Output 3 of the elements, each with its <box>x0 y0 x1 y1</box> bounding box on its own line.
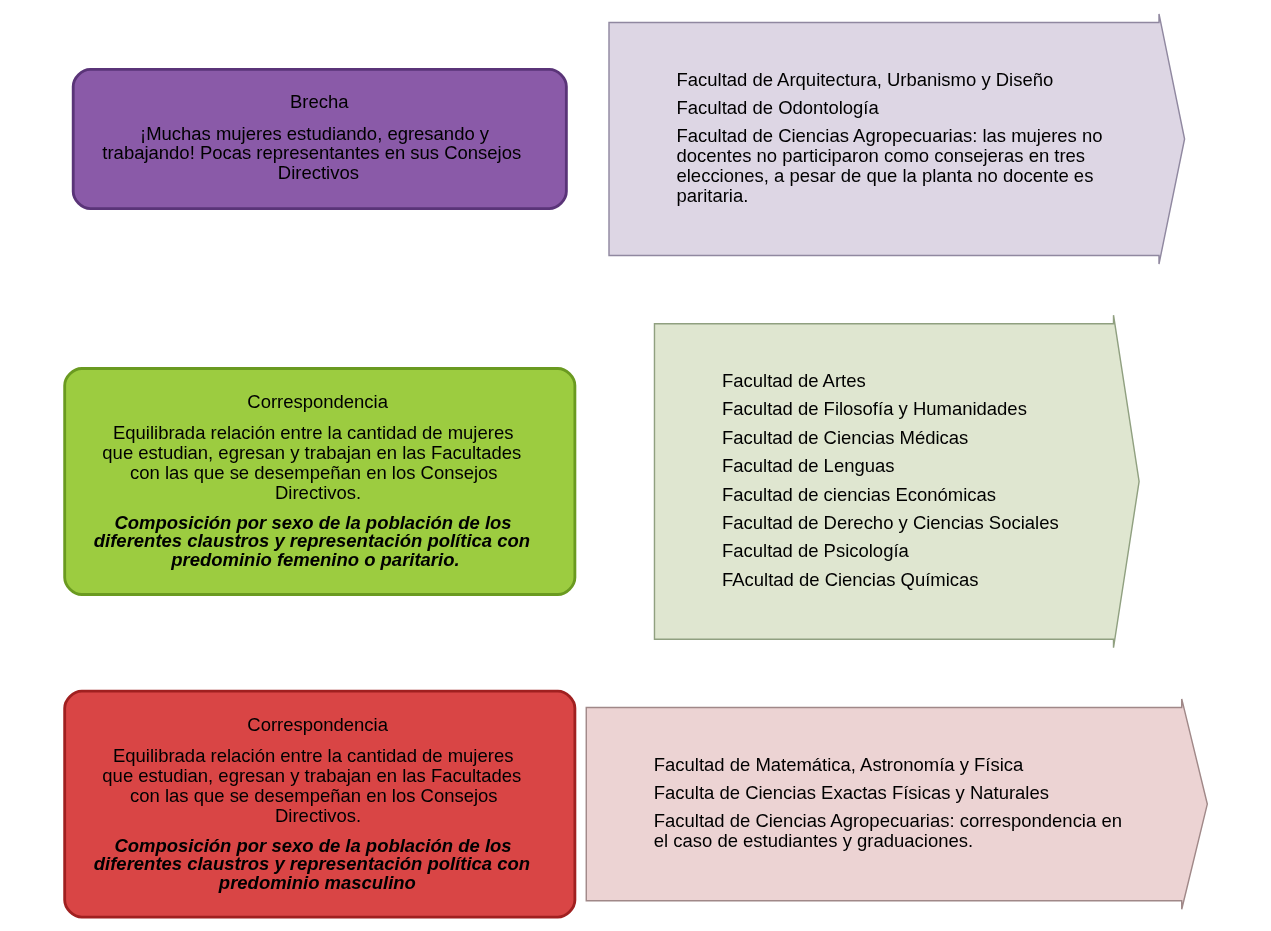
node-box: Correspondencia Equilibrada relación entre la cantidad de mujeres que estudian, egresan y trabajan en las Facultades con las que se desempeñan en los Consejos Directivos. Composición por sexo de la población de los diferentes claustros y representación política con predominio masculino <box>62 689 576 919</box>
node-box: Correspondencia Equilibrada relación entre la cantidad de mujeres que estudian, egresan y trabajan en las Facultades con las que se desempeñan en los Consejos Directivos. Composición por sexo de la población de los diferentes claustros y representación política con predominio femenino o paritario. <box>62 367 576 596</box>
node-box: Brecha ¡Muchas mujeres estudiando, egresando y trabajando! Pocas representantes en sus Consejos Directivos <box>71 67 568 211</box>
